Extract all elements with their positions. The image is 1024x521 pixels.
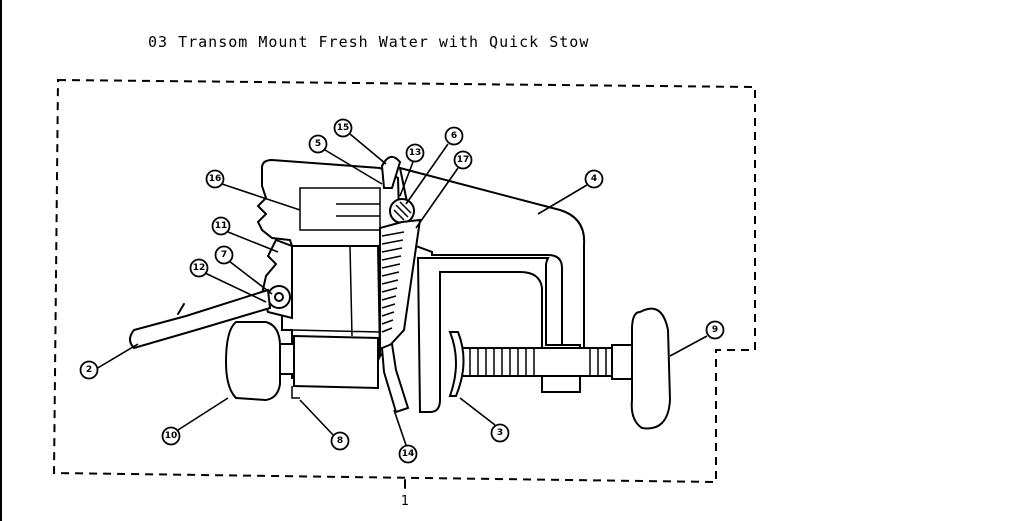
assembly-number: 1 [401,494,409,509]
callout-4: 4 [584,169,604,189]
svg-text:5: 5 [315,139,321,149]
svg-text:14: 14 [402,449,415,459]
callout-14: 14 [398,444,418,464]
callout-3: 3 [490,423,510,443]
svg-text:6: 6 [451,131,457,141]
callout-16: 16 [205,169,225,189]
pivot-pin [274,292,284,302]
callout-2: 2 [79,360,99,380]
callout-10: 10 [161,426,181,446]
svg-text:7: 7 [221,250,227,260]
svg-text:10: 10 [165,431,178,441]
assembly-boundary [52,78,756,484]
motor-can-collar [279,343,295,375]
callout-11: 11 [211,216,231,236]
callout-6: 6 [444,126,464,146]
swivel-pad [448,331,465,397]
svg-text:17: 17 [457,155,470,165]
callout-5: 5 [308,134,328,154]
callout-13: 13 [405,143,425,163]
motor-can [224,321,281,402]
svg-text:9: 9 [712,325,718,335]
svg-text:15: 15 [337,123,350,133]
screw-thread [469,348,607,376]
svg-text:3: 3 [497,428,503,438]
svg-text:11: 11 [215,221,228,231]
svg-text:16: 16 [209,174,222,184]
clamp-jaw [416,257,581,413]
callout-9: 9 [705,320,725,340]
tiller-tip [177,303,185,315]
callout-17: 17 [453,150,473,170]
t-handle [630,307,672,430]
pivot-knob-grip [393,201,412,221]
callout-8: 8 [330,431,350,451]
svg-text:8: 8 [337,436,343,446]
svg-text:12: 12 [193,263,206,273]
clamp-screw [461,347,613,377]
spring-coil [381,231,405,333]
quick-stow-latch [380,342,410,414]
svg-text:13: 13 [409,148,422,158]
motor-body-seam [291,245,381,337]
callout-12: 12 [189,258,209,278]
callout-15: 15 [333,118,353,138]
tiller-handle [129,288,272,350]
svg-text:2: 2 [86,365,92,375]
svg-text:4: 4 [591,174,597,184]
callout-7: 7 [214,245,234,265]
shaft-collar [293,334,379,390]
collar-clip [291,386,300,399]
diagram-title: 03 Transom Mount Fresh Water with Quick … [148,33,590,51]
leader-lines [95,133,708,449]
